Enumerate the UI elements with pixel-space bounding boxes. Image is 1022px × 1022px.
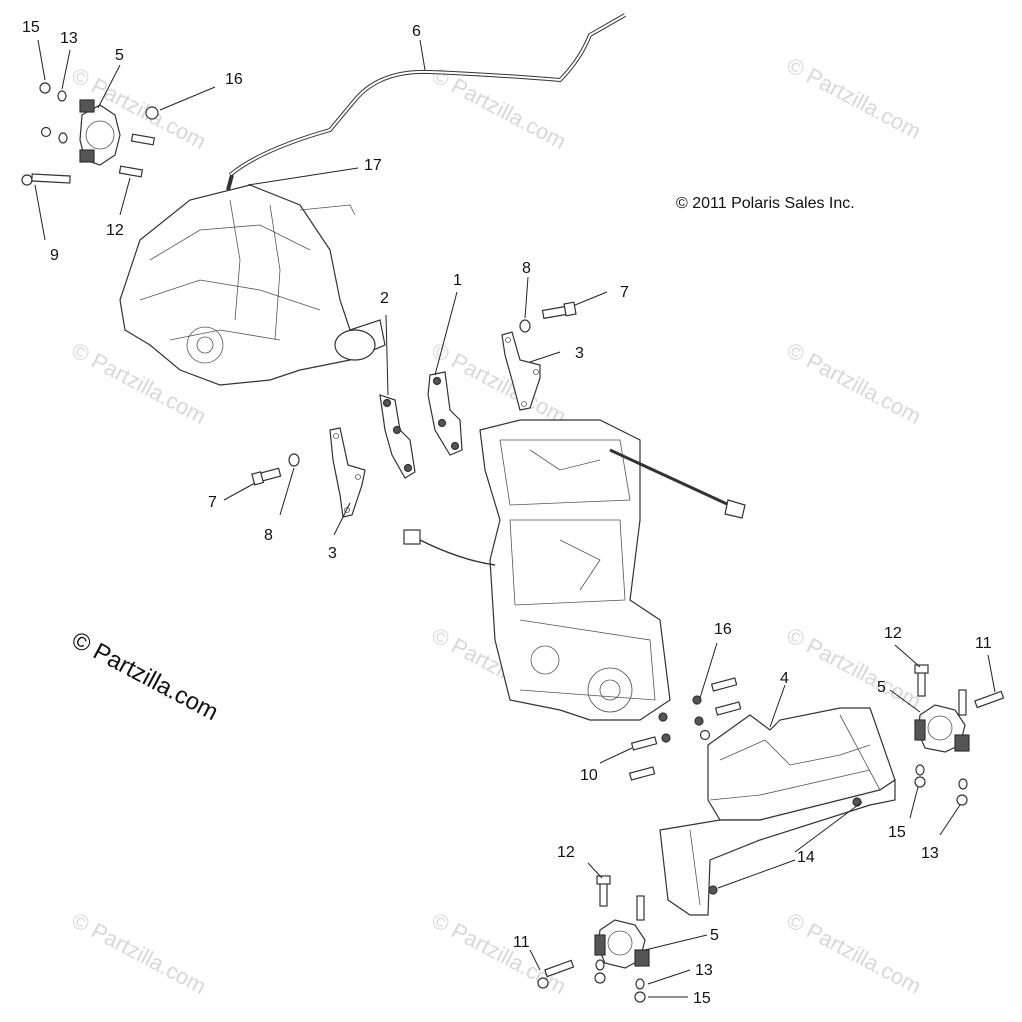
shift-cable	[226, 13, 626, 191]
callout-10: 10	[580, 767, 598, 784]
mount-plate-3-lower	[329, 427, 366, 518]
callout-2: 2	[380, 290, 389, 307]
partzilla-watermark-large: © Partzilla.com	[67, 626, 222, 726]
bolt-7-top	[541, 301, 577, 320]
watermark: © Partzilla.com	[783, 907, 926, 999]
nut-bottom	[594, 959, 606, 984]
nut-15-top-left	[39, 82, 51, 94]
mount-plate-3-upper	[501, 331, 541, 411]
callout-7: 7	[620, 284, 629, 301]
bolt-12-right	[914, 664, 929, 697]
callout-11: 11	[975, 635, 992, 652]
callout-numbers: 15 13 5 16 9 12 6 17 1 2 8 7 3 7 8 3 16 …	[22, 19, 992, 1007]
callout-5: 5	[710, 927, 719, 944]
callout-12: 12	[557, 844, 575, 861]
callout-3: 3	[575, 345, 584, 362]
watermark: © Partzilla.com	[68, 907, 211, 999]
nut-small	[40, 126, 68, 144]
callout-17: 17	[364, 157, 382, 174]
callout-9: 9	[50, 247, 59, 264]
engine	[403, 419, 746, 721]
bolt-7-left	[251, 467, 282, 486]
watermark: © Partzilla.com	[428, 907, 571, 999]
callout-8: 8	[522, 260, 531, 277]
nut-15-right	[914, 764, 926, 788]
washer-8-left	[288, 453, 300, 467]
bolt-top-left-a	[130, 133, 156, 146]
mount-bracket-2	[379, 394, 416, 479]
mount-5-bottom	[594, 919, 650, 969]
callout-6: 6	[412, 23, 421, 40]
bolt-11-right	[974, 690, 1005, 709]
callout-5: 5	[115, 47, 124, 64]
bolt-12-bottom	[596, 875, 611, 907]
copyright-text: © 2011 Polaris Sales Inc.	[676, 195, 855, 212]
callout-14: 14	[797, 849, 815, 866]
callout-16: 16	[714, 621, 732, 638]
callout-7: 7	[208, 494, 217, 511]
callout-15: 15	[22, 19, 40, 36]
callout-12: 12	[106, 222, 124, 239]
washer-13-top-left	[57, 90, 67, 102]
callout-12: 12	[884, 625, 902, 642]
callout-11: 11	[513, 934, 530, 951]
washer-13-bottom	[634, 978, 646, 1003]
callout-5: 5	[877, 679, 886, 696]
washer-8-top	[519, 319, 531, 333]
callout-8: 8	[264, 527, 273, 544]
callout-15: 15	[888, 824, 906, 841]
mount-5-right	[914, 704, 970, 753]
watermark: © Partzilla.com	[783, 337, 926, 429]
bolt-right-b	[958, 689, 967, 716]
mount-frame-4	[659, 707, 896, 916]
callout-4: 4	[780, 670, 789, 687]
washer-13-right	[956, 778, 968, 806]
mount-bracket-1	[427, 371, 463, 456]
callout-13: 13	[60, 30, 78, 47]
bolt-11-bottom	[537, 959, 575, 989]
bolts-10-group	[628, 677, 742, 781]
nut-16-top-left	[145, 106, 159, 120]
callout-1: 1	[453, 272, 462, 289]
leader-lines	[34, 39, 996, 998]
bolt-bottom-b	[636, 895, 645, 921]
transmission	[119, 184, 386, 386]
watermark: © Partzilla.com	[783, 52, 926, 144]
bolt-9	[21, 173, 71, 186]
callout-13: 13	[695, 962, 713, 979]
callout-3: 3	[328, 545, 337, 562]
callout-16: 16	[225, 71, 243, 88]
callout-15: 15	[693, 990, 711, 1007]
mount-5-top-left	[79, 99, 121, 166]
callout-13: 13	[921, 845, 939, 862]
bolt-12-top-left	[118, 165, 144, 178]
